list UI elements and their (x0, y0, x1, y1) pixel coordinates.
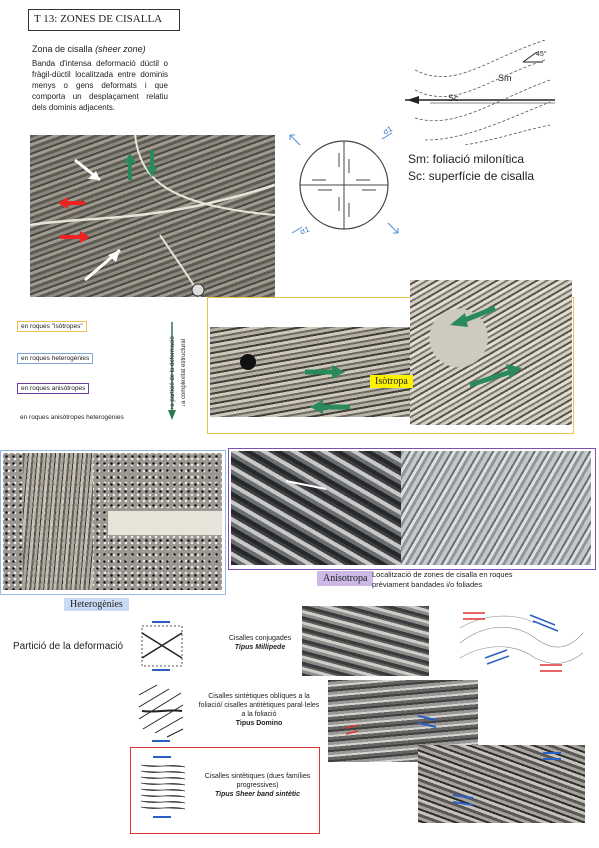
anisotropic-photo-left (231, 451, 401, 565)
partition-vertical-text: ↑a partició de la deformació (170, 336, 176, 410)
isotropic-photo-left (210, 327, 410, 417)
sm-diagram-label: Sm (498, 73, 512, 83)
domino-desc-text: Cisalles sintètiques oblíques a la folia… (198, 693, 320, 718)
heterogeneous-photo-left (3, 453, 108, 590)
anisotropic-box (228, 448, 596, 570)
millipede-interpretation (459, 612, 584, 672)
heterogeneous-box (0, 450, 226, 595)
sheer-band-type: Tipus Sheer band sintètic (214, 791, 301, 798)
angle-label: 45° (536, 51, 547, 58)
domino-desc: Cisalles sintètiques oblíques a la folia… (198, 692, 320, 728)
complexity-vertical-text: ↓a complexitat estructural (181, 338, 187, 408)
definition-body: Banda d'intensa deformació dúctil o fràg… (32, 59, 168, 112)
isotropic-photo-right (410, 280, 572, 425)
page-title: T 13: ZONES DE CISALLA (34, 13, 163, 25)
heterogenies-label: Heterogènies (64, 598, 129, 611)
shear-zone-photo (30, 135, 275, 297)
sheer-band-sketch (140, 756, 186, 818)
definition-heading: Zona de cisalla (sheer zone) (32, 44, 146, 54)
millipede-type: Tipus Millipede (234, 644, 286, 651)
foliation-diagram (405, 40, 555, 145)
definition-heading-text: Zona de cisalla (32, 44, 93, 54)
millipede-sketch (141, 621, 183, 671)
definition-heading-italic: (sheer zone) (95, 44, 146, 54)
anisotropa-label: Anisotropa (317, 571, 374, 586)
isotropic-box (207, 297, 574, 434)
millipede-desc-text: Cisalles conjugades (228, 635, 292, 642)
sheer-band-photo (418, 745, 585, 823)
domino-type: Tipus Domino (235, 720, 283, 727)
title-box (28, 9, 180, 31)
rock-type-isotropic: en roques "isòtropes" (17, 321, 87, 332)
heterogeneous-photo-right (108, 453, 222, 590)
complexity-arrow (168, 322, 176, 420)
sc-legend: Sc: superfície de cisalla (408, 169, 535, 183)
millipede-photo (302, 606, 429, 676)
sheer-band-desc: Cisalles sintètiques (dues famílies prog… (200, 772, 315, 799)
stress-circle-diagram (289, 132, 399, 234)
isotropa-label: Isòtropa (370, 375, 413, 388)
sheer-band-desc-text: Cisalles sintètiques (dues famílies prog… (204, 773, 311, 789)
partition-title: Partició de la deformació (13, 641, 124, 652)
rock-type-anisotropic: en roques anisòtropes (17, 383, 90, 394)
rock-type-aniso-hetero: en roques anisòtropes heterogènies (20, 414, 124, 421)
sc-diagram-label: Sc (448, 93, 459, 103)
millipede-desc: Cisalles conjugades Tipus Millipede (215, 634, 305, 652)
sm-legend: Sm: foliació milonítica (408, 152, 525, 166)
rock-type-heterogeneous: en roques heterogènies (17, 353, 94, 364)
anisotropic-caption: Localització de zones de cisalla en roqu… (372, 570, 513, 589)
domino-sketch (138, 684, 184, 742)
anisotropic-photo-right (401, 451, 591, 565)
sheer-band-box (130, 747, 320, 834)
